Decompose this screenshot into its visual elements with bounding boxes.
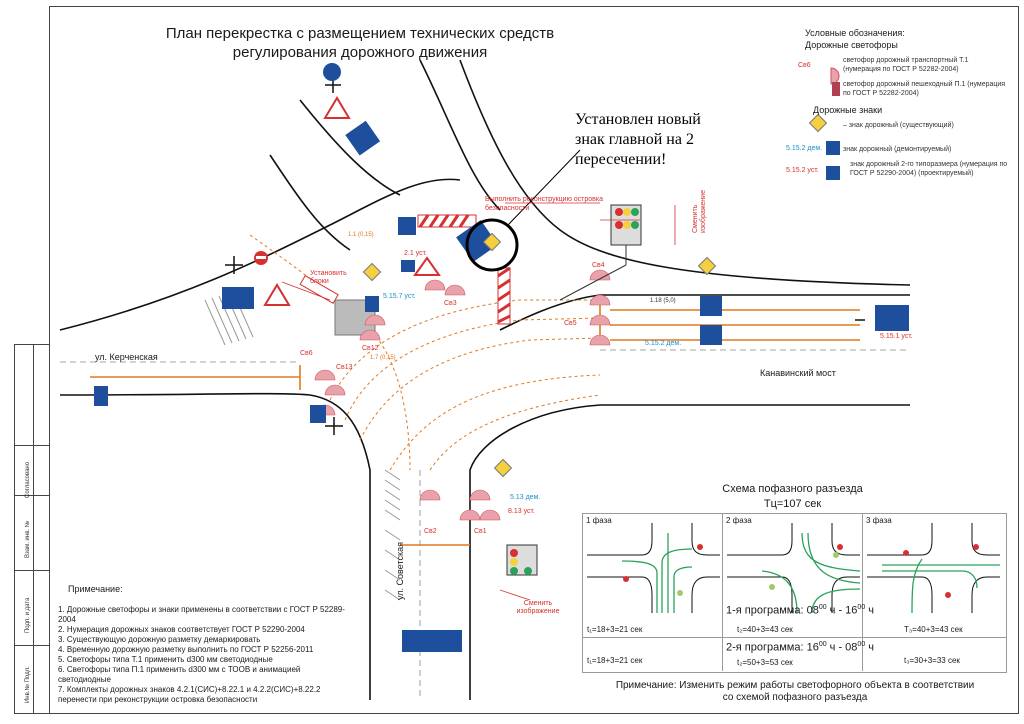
program-1-sup1: 00: [818, 604, 827, 611]
legend-sign-existing: – знак дорожный (существующий): [843, 122, 954, 129]
timing-t1-p2: t₁=18+3=21 сек: [587, 656, 643, 665]
program-2-sup2: 00: [857, 641, 866, 648]
phase-note-line1: Примечание: Изменить режим работы светоф…: [615, 680, 975, 691]
program-2-mid: ч - 08: [826, 641, 858, 654]
legend-signal-transport: светофор дорожный транспортный Т.1 (нуме…: [843, 57, 969, 73]
highlight-circle: [465, 218, 519, 272]
legend-removed-code: 5.15.2 дем.: [786, 145, 823, 152]
note-item: 5. Светофоры типа Т.1 применить d300 мм …: [58, 655, 273, 664]
legend-signal-ped: светофор дорожный пешеходный П.1 (нумера…: [843, 81, 1006, 97]
phase-note: Примечание: Изменить режим работы светоф…: [575, 680, 1015, 704]
road-signs: [94, 120, 909, 652]
signal-label-cb1: Св1: [474, 528, 487, 535]
signal-label-cb6: Св6: [300, 350, 313, 357]
plan-title-line2: регулирования дорожного движения: [232, 44, 488, 61]
plan-title-line1: План перекрестка с размещением техническ…: [165, 25, 555, 42]
side-stamp: Согласовано Взам. инв. № Подп. и дата Ин…: [14, 344, 50, 714]
sign-label-2-1: 2.1 уст.: [404, 250, 427, 257]
legend-signals-heading: Дорожные светофоры: [805, 40, 898, 50]
annotation-callout: Установлен новый знак главной на 2 перес…: [575, 110, 735, 170]
program-2-end: ч: [865, 641, 875, 654]
annotation-line3: пересечении!: [575, 151, 667, 168]
legend-new-code: 5.15.2 уст.: [786, 167, 819, 174]
signal-head-top: [559, 204, 642, 301]
legend-heading: Условные обозначения:: [805, 28, 905, 38]
timing-t3-p1: T₃=40+3=43 сек: [904, 625, 963, 634]
program-1-end: ч: [865, 604, 875, 617]
signal-label-cb5: Св5: [564, 320, 577, 327]
label-change-image-top: Сменить изображение: [692, 190, 707, 233]
phase-3-label: 3 фаза: [866, 516, 892, 525]
phase-1-label: 1 фаза: [586, 516, 612, 525]
main-road-signs: [362, 113, 828, 478]
program-2-text: 2-я программа: 16: [725, 641, 819, 654]
street-sovetskaya: ул. Советская: [395, 542, 405, 600]
timing-t1-p1: t₁=18+3=21 сек: [587, 625, 643, 634]
label-install-blocks: Установить блоки: [310, 270, 347, 285]
road-edges: [59, 59, 911, 700]
annotation-leader: [507, 149, 581, 226]
plan-title: План перекрестка с размещением техническ…: [150, 24, 570, 62]
notes-heading: Примечание:: [68, 584, 123, 594]
signal-label-cb13: Св13: [336, 364, 353, 371]
legend-signal-code: Св6: [798, 62, 811, 69]
marking-1-18: 1.18 (5,0): [650, 298, 676, 304]
note-item: 3. Существующую дорожную разметку демарк…: [58, 635, 261, 644]
program-1-mid: ч - 16: [826, 604, 858, 617]
program-2-sup1: 00: [818, 641, 827, 648]
sign-label-5-13: 5.13 дем.: [510, 494, 541, 501]
sign-label-8-13: 8.13 уст.: [508, 508, 535, 515]
warning-signs: [254, 63, 441, 306]
note-item: 7. Комплекты дорожных знаков 4.2.1(СИС)+…: [58, 685, 321, 704]
marking-1-1: 1.1 (0,15): [348, 232, 374, 238]
legend: Условные обозначения: Дорожные светофоры: [805, 28, 1015, 50]
sign-label-5-15-1: 5.15.1 уст.: [880, 333, 913, 340]
program-1-sup2: 00: [857, 604, 866, 611]
label-reconstruction: Выполнить реконструкцию островка безопас…: [485, 196, 603, 212]
phase-diagrams: [587, 523, 1000, 614]
notes-list: 1. Дорожные светофоры и знаки применены …: [58, 605, 348, 705]
signal-label-cb3: Св3: [444, 300, 457, 307]
legend-sign-removed: знак дорожный (демонтируемый): [843, 146, 952, 153]
annotation-line2: знак главной на 2: [575, 131, 694, 148]
note-item: 2. Нумерация дорожных знаков соответству…: [58, 625, 305, 634]
phase-note-line2: со схемой пофазного разъезда: [722, 692, 868, 703]
signal-label-cb12: Св12: [362, 345, 379, 352]
timing-t3-p2: t₃=30+3=33 сек: [904, 656, 960, 665]
annotation-line1: Установлен новый: [575, 111, 701, 128]
phase-cycle: Тц=107 сек: [763, 498, 822, 510]
sign-label-5-15-7: 5.15.7 уст.: [383, 293, 416, 300]
note-item: 4. Временную дорожную разметку выполнить…: [58, 645, 314, 654]
signal-label-cb2: Св2: [424, 528, 437, 535]
safety-island: [299, 214, 511, 325]
timing-t2-p1: t₂=40+3=43 сек: [737, 625, 793, 634]
note-item: 1. Дорожные светофоры и знаки применены …: [58, 605, 345, 624]
bridge-label: Канавинский мост: [760, 368, 836, 378]
signal-head-bottom: [506, 544, 538, 576]
marking-1-7: 1.7 (0,15): [370, 355, 396, 361]
phase-2-label: 2 фаза: [726, 516, 752, 525]
legend-sign-new: знак дорожный 2-го типоразмера (нумераци…: [850, 161, 1008, 177]
sign-label-5-15-2: 5.15.2 дем.: [645, 340, 682, 347]
note-item: 6. Светофоры типа П.1 применить d300 мм …: [58, 665, 301, 684]
program-1-text: 1-я программа: 08: [725, 604, 819, 617]
program-2: 2-я программа: 1600 ч - 0800 ч: [700, 641, 900, 654]
label-change-image-bottom: Сменить изображение: [516, 600, 560, 615]
timing-t2-p2: t₂=50+3=53 сек: [737, 658, 793, 667]
program-1: 1-я программа: 0800 ч - 1600 ч: [700, 604, 900, 617]
signal-label-cb4: Св4: [592, 262, 605, 269]
legend-signs-heading: Дорожные знаки: [813, 105, 883, 115]
phase-schema-title: Схема пофазного разъезда: [722, 483, 863, 495]
legend-symbols: [826, 67, 840, 180]
phase-table: [582, 513, 1007, 673]
crosswalks: [204, 291, 401, 601]
street-kerchenskaya: ул. Керченская: [95, 352, 158, 362]
